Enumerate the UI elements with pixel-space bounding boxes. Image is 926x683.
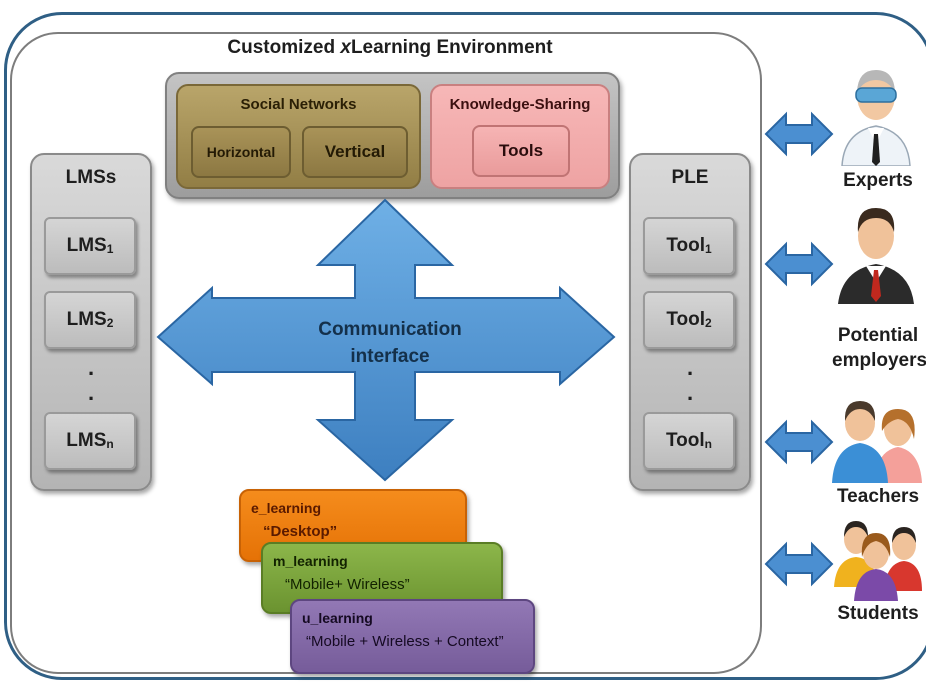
- experts-label: Experts: [843, 170, 913, 191]
- double-arrow-icon: [764, 541, 834, 587]
- double-arrow-icon: [764, 419, 834, 465]
- social-networks-box: Social Networks Horizontal Vertical: [176, 84, 421, 189]
- u-learning-desc: “Mobile + Wireless + Context”: [306, 633, 504, 650]
- horizontal-box: Horizontal: [191, 126, 291, 178]
- ple-title: PLE: [671, 167, 709, 188]
- outer-frame: [4, 12, 926, 680]
- u-learning-label: u_learning: [302, 610, 373, 626]
- communication-arrow: [156, 198, 616, 482]
- expert-icon: [841, 70, 911, 166]
- knowledge-sharing-title: Knowledge-Sharing: [449, 96, 591, 113]
- ellipsis-dot: .: [686, 380, 694, 405]
- potential-employers-label: Potential employers: [832, 325, 926, 371]
- u-learning-card: u_learning “Mobile + Wireless + Context”: [290, 599, 535, 674]
- social-networks-title: Social Networks: [240, 96, 357, 113]
- vertical-box: Vertical: [302, 126, 408, 178]
- teachers-label: Teachers: [836, 486, 920, 507]
- m-learning-label: m_learning: [273, 553, 348, 569]
- e-learning-desc: “Desktop”: [263, 523, 338, 540]
- students-icon: [834, 521, 922, 601]
- diagram-title: Customized xLearning Environment: [227, 37, 553, 58]
- teachers-icon: [832, 401, 922, 483]
- knowledge-sharing-box: Knowledge-Sharing Tools: [430, 84, 610, 189]
- students-label: Students: [837, 603, 919, 624]
- ellipsis-dot: .: [686, 355, 694, 380]
- employer-icon: [838, 208, 914, 304]
- double-arrow-icon: [764, 111, 834, 157]
- tools-box: Tools: [472, 125, 570, 177]
- lms-title: LMSs: [65, 167, 117, 188]
- ellipsis-dot: .: [87, 380, 95, 405]
- e-learning-label: e_learning: [251, 500, 322, 516]
- ellipsis-dot: .: [87, 355, 95, 380]
- communication-interface-label: Communication interface: [318, 319, 462, 367]
- m-learning-desc: “Mobile+ Wireless”: [285, 576, 410, 593]
- double-arrow-icon: [764, 241, 834, 287]
